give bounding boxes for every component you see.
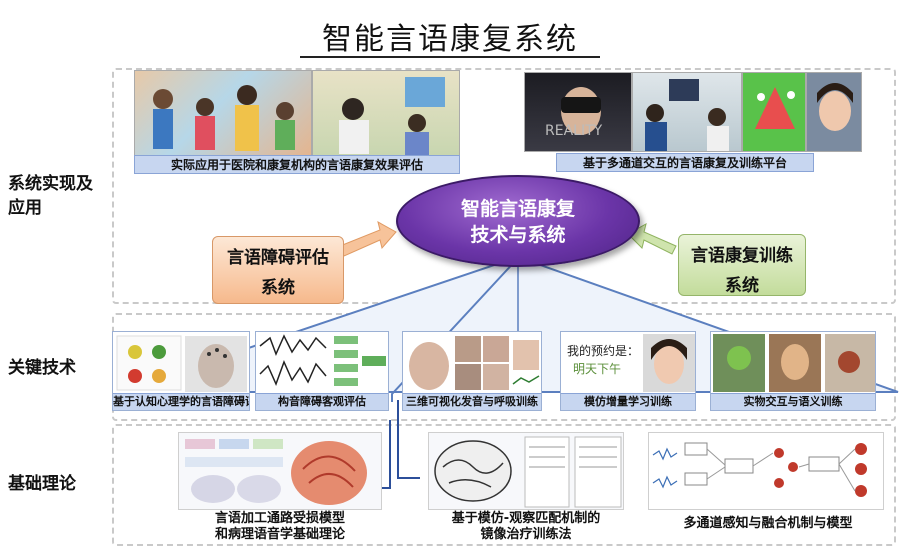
connector-theory-right — [380, 420, 391, 489]
theory-1-line-2: 镜像治疗训练法 — [480, 527, 572, 542]
photo-avatar-face — [806, 72, 862, 152]
theory-image-pathway-model — [178, 432, 382, 510]
theory-caption-2: 多通道感知与融合机制与模型 — [660, 516, 876, 532]
photo-game-screen — [742, 72, 806, 152]
theory-0-line-2: 和病理语音学基础理论 — [214, 527, 345, 542]
center-line-2: 技术与系统 — [470, 224, 566, 246]
arrow-right-to-center — [627, 223, 677, 255]
caption-application-left: 实际应用于医院和康复机构的言语康复效果评估 — [134, 155, 460, 174]
row-label-theory: 基础理论 — [8, 474, 76, 494]
training-system-box: 言语康复训练 系统 — [678, 234, 806, 296]
row-label-key-tech: 关键技术 — [8, 358, 76, 378]
vr-logo-text: REALITY — [545, 123, 603, 139]
row-label-application: 系统实现及应用 — [8, 174, 93, 218]
band-theory — [112, 424, 896, 546]
theory-image-multichannel — [648, 432, 884, 510]
center-line-1: 智能言语康复 — [460, 198, 575, 220]
screen-text-line-1: 我的预约是： — [567, 344, 640, 358]
page-title: 智能言语康复系统 — [300, 14, 600, 58]
tech-card-object-interaction: 实物交互与语义训练 — [710, 331, 876, 411]
tech-card-imitation: 我的预约是： 明天下午 模仿增量学习训练 — [560, 331, 696, 411]
tech-card-3d-visualization: 三维可视化发音与呼吸训练 — [402, 331, 542, 411]
tech-caption-4: 实物交互与语义训练 — [711, 393, 875, 410]
caption-application-right: 基于多通道交互的言语康复及训练平台 — [556, 153, 814, 172]
photo-hospital-children — [134, 70, 312, 156]
screen-text-line-2: 明天下午 — [573, 362, 622, 376]
assessment-line-2: 系统 — [261, 278, 295, 298]
tech-caption-3: 模仿增量学习训练 — [561, 393, 695, 410]
theory-caption-1: 基于模仿-观察匹配机制的 镜像治疗训练法 — [420, 511, 632, 543]
photo-training-room — [632, 72, 742, 152]
connector-theory-left — [397, 400, 420, 479]
tech-card-dysarthria: 构音障碍客观评估 — [255, 331, 389, 411]
theory-1-line-1: 基于模仿-观察匹配机制的 — [451, 511, 601, 526]
photo-vr-headset: REALITY — [524, 72, 632, 152]
photo-clinic-session — [312, 70, 460, 156]
theory-2-line-1: 多通道感知与融合机制与模型 — [683, 516, 853, 531]
theory-caption-0: 言语加工通路受损模型 和病理语音学基础理论 — [174, 511, 386, 543]
assessment-system-box: 言语障碍评估 系统 — [212, 236, 344, 304]
tech-card-cognitive: 基于认知心理学的言语障碍评估 — [112, 331, 250, 411]
theory-0-line-1: 言语加工通路受损模型 — [214, 511, 345, 526]
arrow-left-to-center — [339, 221, 397, 257]
tech-caption-1: 构音障碍客观评估 — [256, 393, 388, 410]
tech-caption-2: 三维可视化发音与呼吸训练 — [403, 393, 541, 410]
tent-line-mid-left — [391, 257, 519, 402]
tech-caption-0: 基于认知心理学的言语障碍评估 — [113, 393, 249, 410]
training-line-2: 系统 — [725, 276, 759, 296]
center-oval: 智能言语康复 技术与系统 — [396, 175, 640, 267]
assessment-line-1: 言语障碍评估 — [227, 248, 329, 268]
theory-image-mirror-therapy — [428, 432, 624, 510]
training-line-1: 言语康复训练 — [691, 246, 793, 266]
